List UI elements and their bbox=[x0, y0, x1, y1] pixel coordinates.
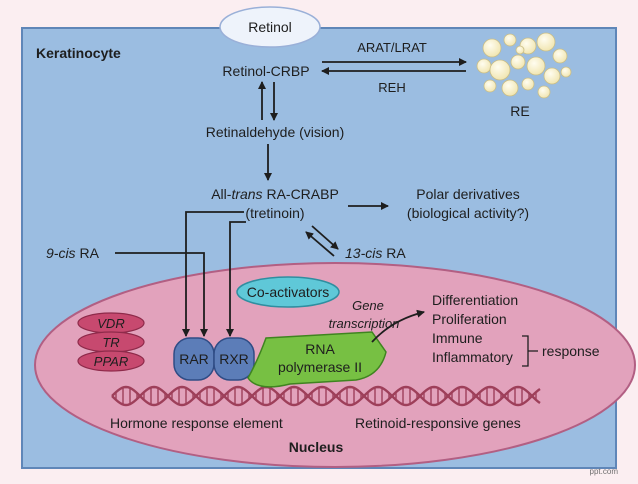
dna-helix bbox=[111, 385, 541, 407]
retinaldehyde-label: Retinaldehyde (vision) bbox=[206, 124, 345, 140]
retinol-badge bbox=[219, 6, 321, 48]
atra-to-rxr-arrow bbox=[226, 221, 246, 337]
rna-label: RNA bbox=[305, 341, 335, 357]
ppar-receptor bbox=[77, 350, 145, 372]
9cis-italic: 9-cis bbox=[46, 245, 76, 261]
13cis-to-atra-arrow bbox=[305, 231, 335, 257]
9cis-suffix: RA bbox=[76, 245, 100, 261]
transcription-arrow bbox=[371, 309, 425, 343]
coactivators-shape bbox=[236, 276, 340, 308]
retinol-crbp-label: Retinol-CRBP bbox=[222, 63, 309, 79]
13cis-italic: 13-cis bbox=[345, 245, 382, 261]
nucleus-label: Nucleus bbox=[289, 439, 344, 455]
hre-label: Hormone response element bbox=[110, 415, 283, 431]
atra-to-13cis-arrow bbox=[311, 225, 339, 250]
atra-prefix: All- bbox=[211, 186, 232, 202]
polar-activity-label: (biological activity?) bbox=[407, 205, 529, 221]
tr-label: TR bbox=[102, 335, 119, 350]
reh-label: REH bbox=[378, 80, 405, 95]
gene-label: Gene bbox=[352, 298, 384, 313]
retinol-badge-label: Retinol bbox=[248, 19, 292, 35]
13cis-ra-label: 13-cis RA bbox=[345, 245, 406, 261]
effect-immune: Immune bbox=[432, 330, 483, 346]
arat-lrat-label: ARAT/LRAT bbox=[357, 40, 427, 55]
effect-differentiation: Differentiation bbox=[432, 292, 518, 308]
ppar-label: PPAR bbox=[94, 354, 128, 369]
cell-title: Keratinocyte bbox=[36, 45, 121, 61]
rna-polymerase-shape bbox=[247, 331, 387, 388]
response-bracket bbox=[522, 335, 538, 367]
effect-inflammatory: Inflammatory bbox=[432, 349, 513, 365]
rxr-label: RXR bbox=[219, 351, 249, 367]
polymerase-label: polymerase II bbox=[278, 359, 362, 375]
polar-derivatives-label: Polar derivatives bbox=[416, 186, 520, 202]
atra-to-rar-arrow bbox=[182, 211, 244, 337]
tretinoin-label: (tretinoin) bbox=[245, 205, 304, 221]
retinyl-ester-droplets bbox=[476, 32, 572, 99]
atra-italic: trans bbox=[231, 186, 262, 202]
atra-suffix: RA-CRABP bbox=[263, 186, 339, 202]
effect-proliferation: Proliferation bbox=[432, 311, 507, 327]
transcription-label: transcription bbox=[329, 316, 400, 331]
coactivators-label: Co-activators bbox=[247, 284, 329, 300]
rar-label: RAR bbox=[179, 351, 209, 367]
watermark: ppt.com bbox=[590, 467, 619, 476]
13cis-suffix: RA bbox=[382, 245, 406, 261]
vdr-label: VDR bbox=[97, 316, 124, 331]
9cis-ra-label: 9-cis RA bbox=[46, 245, 100, 261]
rxr-receptor bbox=[213, 337, 255, 381]
response-label: response bbox=[542, 343, 600, 359]
retinoid-genes-label: Retinoid-responsive genes bbox=[355, 415, 521, 431]
re-label: RE bbox=[510, 103, 529, 119]
atra-crabp-label: All-trans RA-CRABP bbox=[211, 186, 339, 202]
9cis-to-receptor-arrow bbox=[115, 252, 208, 337]
